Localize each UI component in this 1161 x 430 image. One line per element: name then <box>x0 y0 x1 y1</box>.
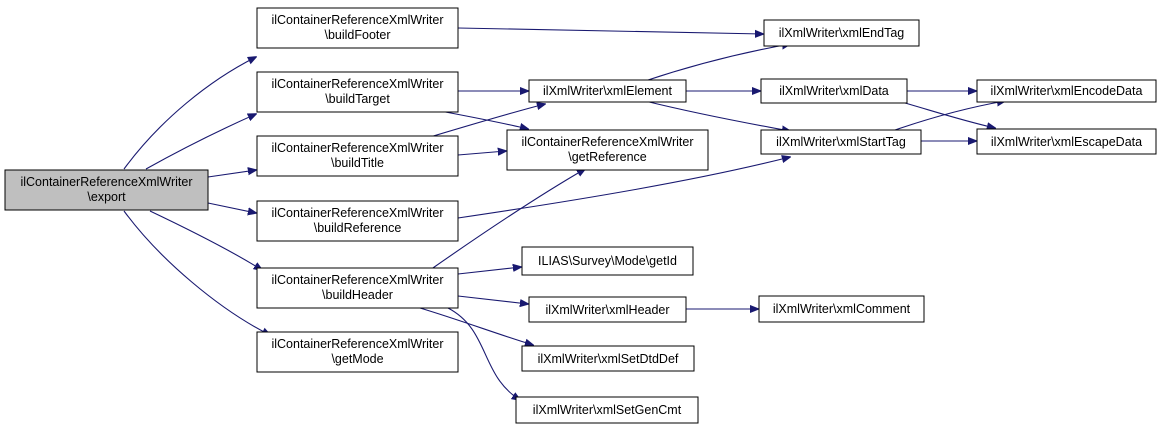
node-xml-data-label: ilXmlWriter\xmlData <box>779 84 889 98</box>
edge-export-buildTitle <box>207 170 256 178</box>
node-xml-end-tag[interactable]: ilXmlWriter\xmlEndTag <box>763 19 920 47</box>
node-build-footer[interactable]: ilContainerReferenceXmlWriter \buildFoot… <box>256 7 459 49</box>
edge-export-buildReference <box>207 202 256 213</box>
edge-buildFooter-xmlEndTag <box>457 27 763 34</box>
node-xml-set-dtd-def-label: ilXmlWriter\xmlSetDtdDef <box>538 352 679 366</box>
node-build-reference-line1: ilContainerReferenceXmlWriter <box>271 206 443 220</box>
node-xml-header-label: ilXmlWriter\xmlHeader <box>545 303 669 317</box>
node-get-mode[interactable]: ilContainerReferenceXmlWriter \getMode <box>256 331 459 373</box>
node-build-reference[interactable]: ilContainerReferenceXmlWriter \buildRefe… <box>256 200 459 242</box>
node-build-target[interactable]: ilContainerReferenceXmlWriter \buildTarg… <box>256 71 459 113</box>
node-build-header-line2: \buildHeader <box>322 288 393 302</box>
node-survey-get-id-label: ILIAS\Survey\Mode\getId <box>538 254 677 268</box>
node-xml-start-tag-label: ilXmlWriter\xmlStartTag <box>776 135 906 149</box>
node-build-footer-line1: ilContainerReferenceXmlWriter <box>271 13 443 27</box>
node-xml-escape-data-label: ilXmlWriter\xmlEscapeData <box>991 135 1142 149</box>
node-xml-element-label: ilXmlWriter\xmlElement <box>543 84 672 98</box>
node-export-line1: ilContainerReferenceXmlWriter <box>20 175 192 189</box>
node-get-reference[interactable]: ilContainerReferenceXmlWriter \getRefere… <box>506 129 709 171</box>
node-get-mode-line2: \getMode <box>331 352 383 366</box>
edge-export-buildTarget <box>145 114 256 170</box>
edge-export-buildFooter <box>123 57 256 170</box>
node-xml-escape-data[interactable]: ilXmlWriter\xmlEscapeData <box>976 128 1157 155</box>
node-xml-start-tag[interactable]: ilXmlWriter\xmlStartTag <box>760 129 922 155</box>
node-build-title-line1: ilContainerReferenceXmlWriter <box>271 141 443 155</box>
node-build-target-line1: ilContainerReferenceXmlWriter <box>271 77 443 91</box>
node-xml-set-dtd-def[interactable]: ilXmlWriter\xmlSetDtdDef <box>521 345 695 372</box>
edge-export-getMode <box>123 210 270 335</box>
node-xml-comment[interactable]: ilXmlWriter\xmlComment <box>758 295 925 323</box>
node-build-footer-line2: \buildFooter <box>324 28 390 42</box>
edge-xmlElement-xmlEndTag <box>644 44 790 82</box>
edge-xmlStartTag-xmlEncodeData <box>894 101 1005 131</box>
edge-buildTitle-getReference <box>457 151 506 155</box>
edge-buildHeader-xmlHeader <box>457 295 528 304</box>
node-get-mode-line1: ilContainerReferenceXmlWriter <box>271 337 443 351</box>
node-xml-data[interactable]: ilXmlWriter\xmlData <box>760 78 908 104</box>
edge-buildTitle-xmlElement <box>429 104 545 138</box>
node-build-target-line2: \buildTarget <box>325 92 390 106</box>
node-xml-end-tag-label: ilXmlWriter\xmlEndTag <box>779 26 905 40</box>
node-survey-get-id[interactable]: ILIAS\Survey\Mode\getId <box>521 246 694 276</box>
node-xml-set-gen-cmt[interactable]: ilXmlWriter\xmlSetGenCmt <box>515 396 699 424</box>
node-build-reference-line2: \buildReference <box>314 221 402 235</box>
edge-xmlElement-xmlStartTag <box>644 100 790 131</box>
call-edges <box>123 27 1005 400</box>
node-build-header-line1: ilContainerReferenceXmlWriter <box>271 273 443 287</box>
edge-buildHeader-surveyGetId <box>457 267 521 275</box>
node-export-line2: \export <box>87 190 126 204</box>
edge-buildHeader-getReference <box>429 169 585 271</box>
edge-export-buildHeader <box>149 210 262 270</box>
node-xml-comment-label: ilXmlWriter\xmlComment <box>773 302 911 316</box>
edge-buildReference-xmlStartTag <box>457 157 790 219</box>
node-build-title-line2: \buildTitle <box>331 156 384 170</box>
node-get-reference-line1: ilContainerReferenceXmlWriter <box>521 135 693 149</box>
node-xml-header[interactable]: ilXmlWriter\xmlHeader <box>528 296 687 323</box>
node-get-reference-line2: \getReference <box>568 150 647 164</box>
node-export[interactable]: ilContainerReferenceXmlWriter \export <box>4 169 209 211</box>
node-build-title[interactable]: ilContainerReferenceXmlWriter \buildTitl… <box>256 135 459 177</box>
edge-buildHeader-xmlSetGenCmt <box>447 307 520 400</box>
edge-buildHeader-xmlSetDtdDef <box>419 307 533 345</box>
node-xml-encode-data[interactable]: ilXmlWriter\xmlEncodeData <box>976 79 1157 103</box>
node-xml-element[interactable]: ilXmlWriter\xmlElement <box>528 79 687 103</box>
node-build-header[interactable]: ilContainerReferenceXmlWriter \buildHead… <box>256 267 459 309</box>
node-xml-encode-data-label: ilXmlWriter\xmlEncodeData <box>991 84 1143 98</box>
node-xml-set-gen-cmt-label: ilXmlWriter\xmlSetGenCmt <box>533 403 682 417</box>
